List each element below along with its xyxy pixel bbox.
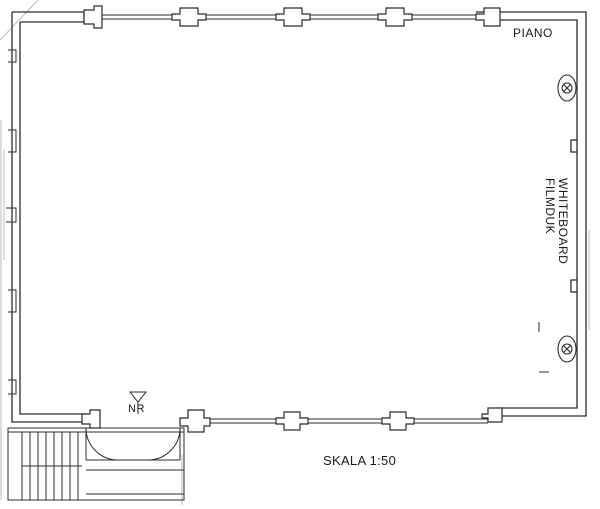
entrance-doors <box>85 427 181 461</box>
top-columns <box>83 5 501 29</box>
whiteboard-marks <box>538 322 549 373</box>
wall-label-group: WHITEBOARD FILMDUK <box>543 178 577 265</box>
scale-label: SKALA 1:50 <box>323 453 397 468</box>
whiteboard-label: WHITEBOARD <box>556 178 570 265</box>
piano-label: PIANO <box>513 26 553 40</box>
filmduk-label: FILMDUK <box>543 178 557 235</box>
door-mark-label: NR <box>128 403 145 415</box>
light-fixture-icon <box>557 335 577 363</box>
left-wall-details <box>6 49 17 395</box>
light-fixture-icon <box>557 74 577 102</box>
north-arrow-icon <box>128 391 148 414</box>
stairs <box>7 427 185 501</box>
scan-marks <box>0 0 590 505</box>
walls <box>11 11 587 423</box>
bottom-beam <box>210 418 488 424</box>
